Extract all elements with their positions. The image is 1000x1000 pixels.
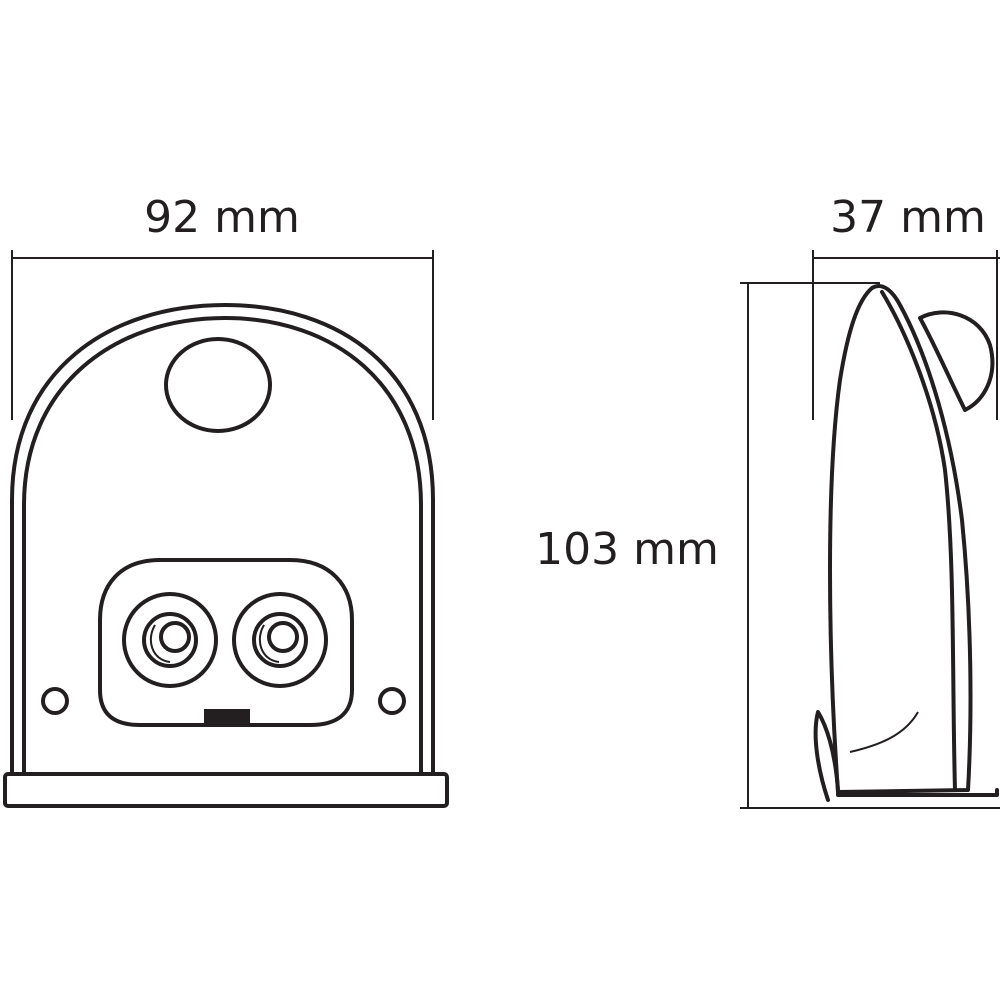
depth-dimension: 37 mm <box>812 192 1000 420</box>
pir-sensor <box>164 337 272 433</box>
width-dimension: 92 mm <box>11 192 434 420</box>
side-lamp-arc <box>849 711 919 753</box>
side-front-edge <box>880 290 957 792</box>
side-housing <box>828 284 973 794</box>
front-inner-housing <box>22 316 423 774</box>
front-outer-housing <box>10 303 435 774</box>
screw-hole-left <box>41 687 69 715</box>
width-label: 92 mm <box>144 192 300 243</box>
side-clip <box>813 710 840 802</box>
side-sensor-dome <box>918 310 995 412</box>
depth-label: 37 mm <box>830 192 986 243</box>
lamp-left <box>122 592 218 688</box>
front-view <box>3 303 449 808</box>
side-view <box>813 284 999 802</box>
switch-slot <box>204 709 250 727</box>
base-plate <box>3 772 449 808</box>
side-base <box>836 788 999 797</box>
lamp-panel <box>98 558 354 727</box>
screw-hole-right <box>378 687 406 715</box>
height-dimension: 103 mm <box>535 282 1000 809</box>
height-label: 103 mm <box>535 524 719 575</box>
lamp-right <box>232 592 328 688</box>
